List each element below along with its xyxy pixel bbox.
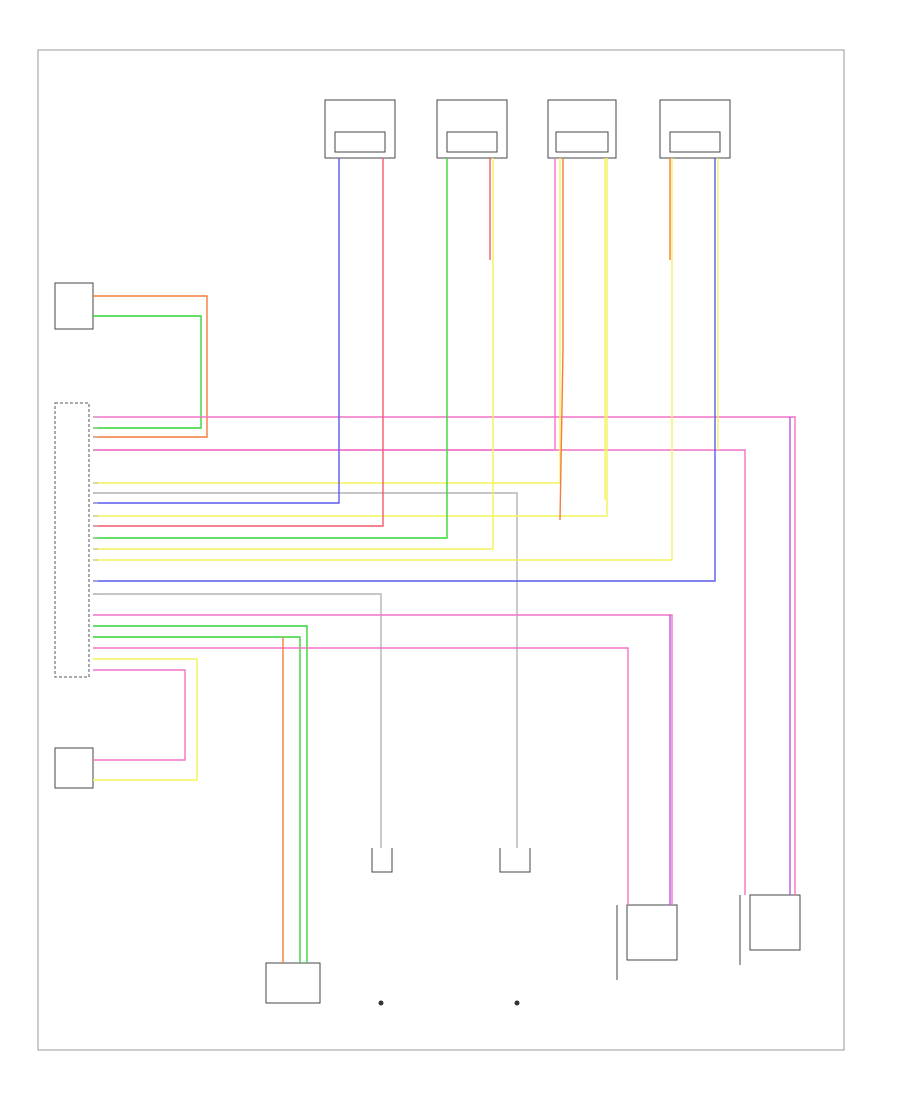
- top-component-3: [547, 99, 617, 159]
- wire-pink-to-driver-airbag-2: [93, 647, 629, 905]
- wire-green-to-top2: [93, 158, 448, 539]
- wire-pink-to-driver-airbag: [93, 614, 673, 905]
- wire-pink-to-occ-sensor: [93, 669, 186, 761]
- wire-yellow-to-top2: [93, 158, 494, 550]
- passenger-sensor: [54, 282, 94, 330]
- wire-orange-sensor: [93, 295, 208, 438]
- driver-airbag: [616, 904, 678, 980]
- wire-pink-to-pass-airbag-2: [93, 449, 746, 895]
- seat-track-sensor: [265, 962, 321, 1004]
- left-buckle-switch-symbol: [371, 848, 393, 873]
- right-buckle-switch: [499, 848, 531, 873]
- top-component-1: [324, 99, 396, 159]
- wire-pink-to-pass-airbag: [93, 416, 796, 895]
- passenger-airbag-box: [749, 894, 801, 951]
- control-module: [54, 402, 90, 678]
- wire-blue-to-top1: [93, 158, 340, 504]
- wire-orange-top3-drop: [559, 158, 564, 521]
- occupant-sensor-box: [54, 747, 94, 789]
- top-component-2: [436, 99, 508, 159]
- wires: [93, 158, 796, 963]
- ground-right: [514, 1000, 520, 1006]
- top-component-4-connector: [669, 131, 721, 153]
- wire-gray-to-right-buckle: [93, 492, 518, 848]
- wire-pink-to-top3: [93, 158, 556, 451]
- control-module-box: [54, 402, 90, 678]
- top-component-2-connector: [446, 131, 498, 153]
- occupant-sensor: [54, 747, 94, 789]
- wire-blue-to-top4: [93, 158, 716, 582]
- left-buckle-switch: [371, 848, 393, 873]
- seat-track-sensor-box: [265, 962, 321, 1004]
- passenger-airbag: [739, 894, 801, 965]
- wire-yellow-to-top4: [93, 158, 673, 561]
- wire-yellow-to-occ-sensor: [93, 658, 198, 781]
- passenger-sensor-box: [54, 282, 94, 330]
- pin-markers: [93, 416, 98, 595]
- top-component-3-connector: [555, 131, 609, 153]
- top-component-4: [659, 99, 731, 159]
- wire-green-to-seat-track-2: [93, 636, 301, 963]
- ground-left: [378, 1000, 384, 1006]
- driver-airbag-box: [626, 904, 678, 961]
- ground-left-point: [378, 1000, 384, 1006]
- diagram-frame: [37, 49, 845, 1051]
- wire-green-to-seat-track: [93, 625, 308, 963]
- right-buckle-switch-symbol: [499, 848, 531, 873]
- wire-yellow-to-top3-2: [93, 158, 608, 517]
- ground-right-point: [514, 1000, 520, 1006]
- wire-orange-to-top1: [93, 158, 384, 527]
- wire-gray-to-left-buckle: [93, 593, 382, 848]
- top-component-1-connector: [334, 131, 386, 153]
- wire-green-sensor: [93, 315, 202, 429]
